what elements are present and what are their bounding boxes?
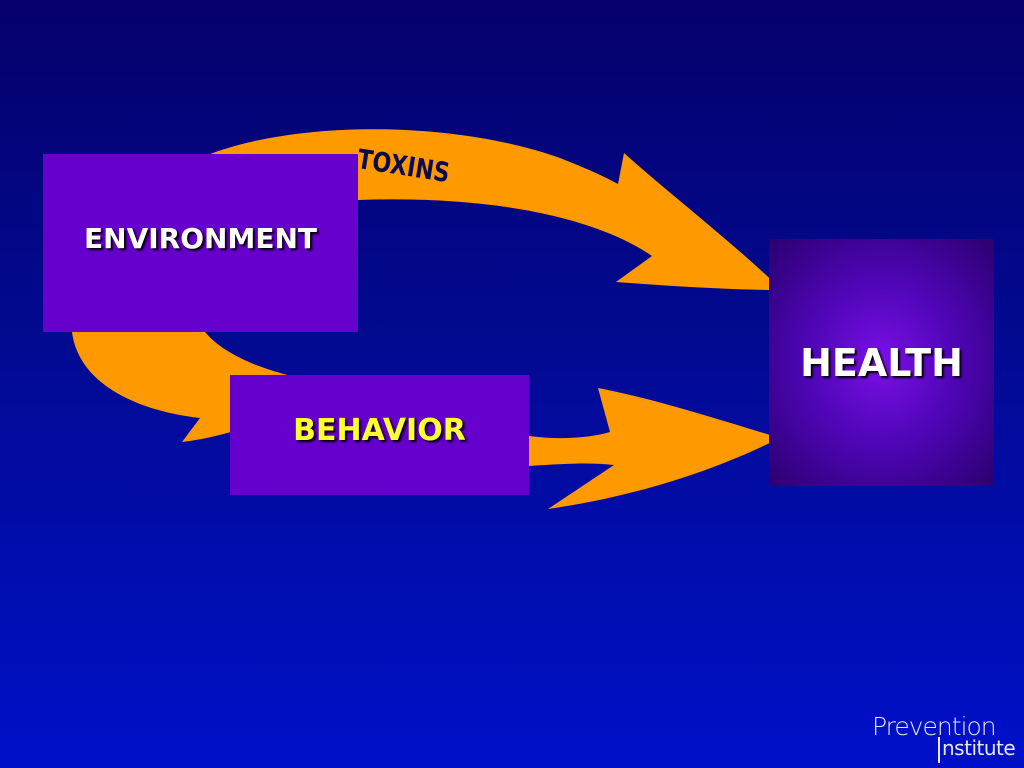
prevention-institute-logo: Prevention nstitute	[872, 712, 1020, 768]
logo-line1: Prevention	[872, 712, 997, 741]
behavior-to-health-arrow	[529, 388, 780, 509]
behavior-node: BEHAVIOR	[230, 375, 529, 495]
health-label: HEALTH	[800, 340, 963, 385]
health-node: HEALTH	[769, 239, 994, 486]
environment-label: ENVIRONMENT	[84, 222, 317, 255]
toxins-arrow	[205, 129, 782, 290]
environment-node: ENVIRONMENT	[43, 154, 358, 332]
logo-line2: nstitute	[942, 736, 1016, 760]
logo-bar	[938, 737, 940, 763]
behavior-label: BEHAVIOR	[293, 413, 466, 448]
